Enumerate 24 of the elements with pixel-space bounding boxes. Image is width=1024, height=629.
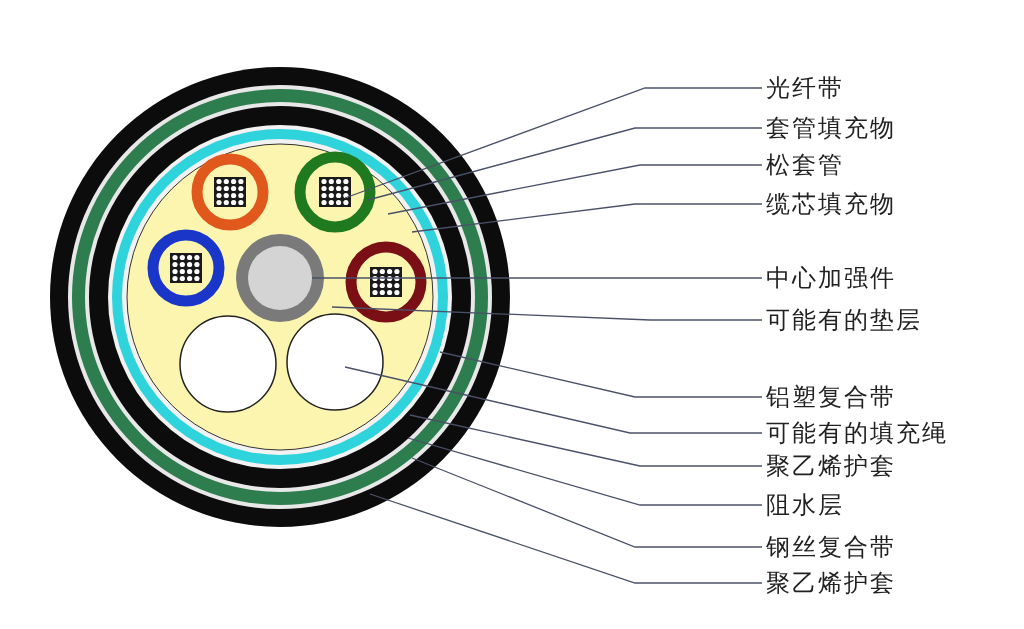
leader-line xyxy=(367,127,763,201)
leader-line xyxy=(439,351,763,398)
part-label: 聚乙烯护套 xyxy=(766,450,896,482)
part-label: 可能有的填充绳 xyxy=(766,417,948,449)
leader-line xyxy=(411,457,763,548)
leader-line xyxy=(344,87,763,199)
leader-line xyxy=(387,164,763,215)
part-label: 阻水层 xyxy=(766,489,844,521)
leader-line xyxy=(411,203,763,233)
leader-line xyxy=(344,366,763,434)
part-label: 松套管 xyxy=(766,149,844,181)
part-label: 中心加强件 xyxy=(766,262,896,294)
part-label: 钢丝复合带 xyxy=(766,531,896,563)
part-label: 铝塑复合带 xyxy=(766,381,896,413)
leader-line xyxy=(331,306,763,321)
part-label: 聚乙烯护套 xyxy=(766,567,896,599)
leader-line xyxy=(369,493,763,584)
part-label: 缆芯填充物 xyxy=(766,188,896,220)
part-label: 可能有的垫层 xyxy=(766,304,922,336)
part-label: 光纤带 xyxy=(766,72,844,104)
part-label: 套管填充物 xyxy=(766,112,896,144)
leader-line xyxy=(311,277,763,279)
leader-line xyxy=(407,437,763,506)
leader-line xyxy=(409,414,763,467)
